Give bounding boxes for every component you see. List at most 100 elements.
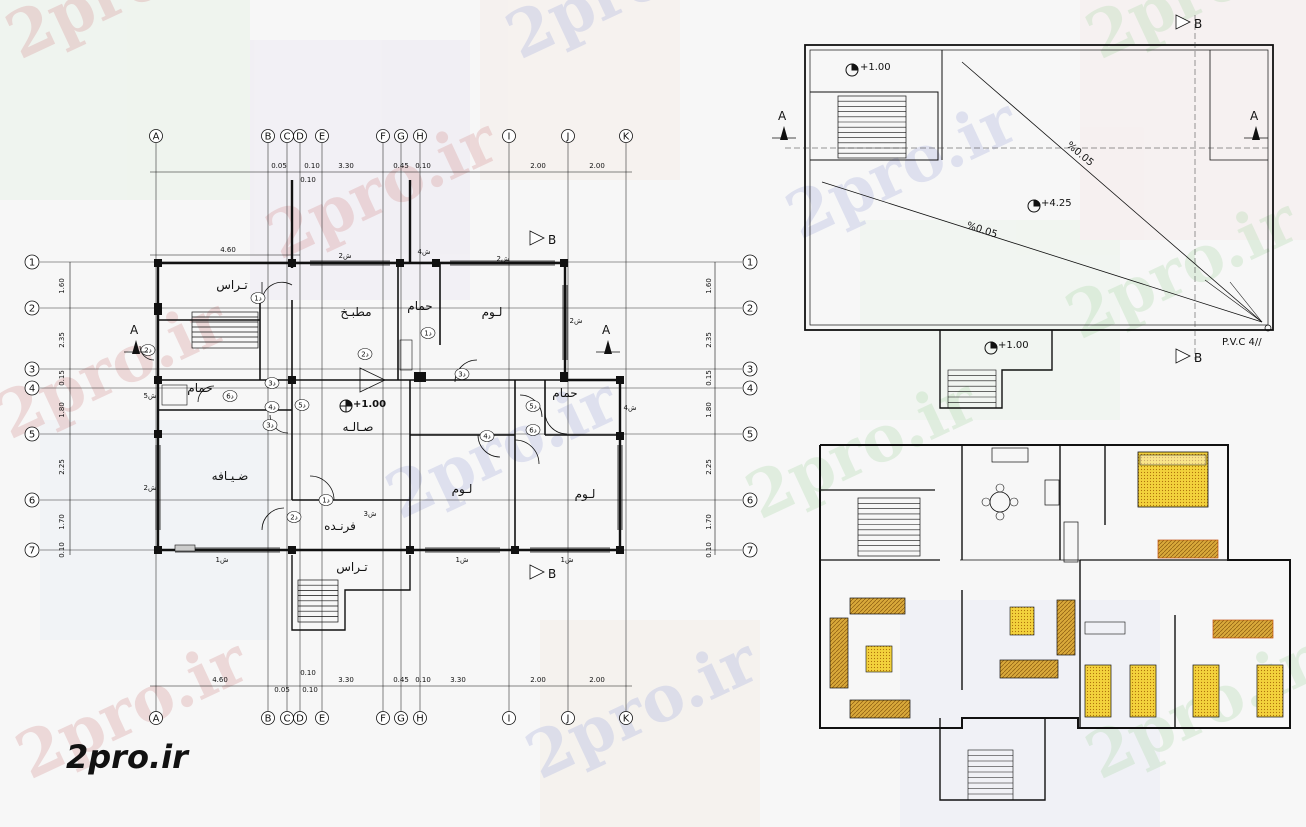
section-arrow xyxy=(132,340,140,354)
door-tag: د1 xyxy=(322,497,330,505)
room-label-bath-mid: حمام xyxy=(187,381,212,395)
grid-bubble-col xyxy=(149,129,163,143)
grid-bubble-row xyxy=(24,361,40,377)
grid-label-row: 7 xyxy=(29,546,35,557)
roof-level-top-label: +1.00 xyxy=(860,62,891,73)
main-floor-plan xyxy=(40,143,742,712)
dimension-bottom: 0.05 xyxy=(274,686,290,694)
grid-bubble-col xyxy=(149,711,163,725)
grid-label-col: J xyxy=(566,132,570,143)
section-mark-a: A xyxy=(1250,109,1259,123)
window-tag: ش1 xyxy=(455,556,468,564)
door-tag-bubble xyxy=(222,390,238,402)
door-tag-bubble xyxy=(262,419,278,431)
grid-label-col: D xyxy=(296,714,304,725)
section-mark-b: B xyxy=(548,567,556,581)
logo-text: 2pro.ir xyxy=(66,738,190,776)
door-tag-bubble xyxy=(140,344,156,356)
roof-level-bottom-label: +1.00 xyxy=(998,340,1029,351)
grid-label-col: B xyxy=(265,714,272,725)
window-tag: ش3 xyxy=(363,510,376,518)
grid-bubble-col xyxy=(619,711,633,725)
section-mark-a: A xyxy=(778,109,787,123)
dimension-side-left: 2.25 xyxy=(58,459,66,475)
grid-bubble-col xyxy=(502,711,516,725)
dimension-top: 0.10 xyxy=(304,162,320,170)
door-tag-bubble xyxy=(294,399,310,411)
grid-label-col: E xyxy=(319,714,325,725)
dimension-bottom: 0.10 xyxy=(415,676,431,684)
dimension-side-right: 2.35 xyxy=(705,332,713,348)
section-arrow xyxy=(529,564,545,580)
grid-bubble-col xyxy=(561,129,575,143)
section-mark-b: B xyxy=(1194,351,1202,365)
grid-bubble-col xyxy=(413,711,427,725)
grid-bubble-col xyxy=(394,129,408,143)
door-tag: د3 xyxy=(268,380,276,388)
section-mark-a: A xyxy=(130,323,139,337)
door-tag-bubble xyxy=(264,401,280,413)
door-tag: د2 xyxy=(290,514,298,522)
door-tag-bubble xyxy=(420,327,436,339)
grid-label-row: 1 xyxy=(29,258,35,269)
grid-bubble-col xyxy=(619,129,633,143)
grid-bubble-col xyxy=(261,711,275,725)
grid-label-row: 2 xyxy=(747,304,753,315)
window-tag: ش2 xyxy=(143,484,156,492)
dimension-side-right: 1.70 xyxy=(705,514,713,530)
window-tag: ش5 xyxy=(143,392,156,400)
door-tag-bubble xyxy=(357,348,373,360)
dimension-bottom: 3.30 xyxy=(338,676,354,684)
grid-label-col: G xyxy=(397,714,405,725)
grid-label-row: 6 xyxy=(747,496,753,507)
window-tag: ش4 xyxy=(623,404,636,412)
section-arrow xyxy=(604,340,612,354)
door-tag: د2 xyxy=(361,351,369,359)
grid-bubble-col xyxy=(315,711,329,725)
roof-level-mid-label: +4.25 xyxy=(1041,198,1072,209)
grid-label-col: A xyxy=(153,714,160,725)
door-tag: د1 xyxy=(254,295,262,303)
room-label-bath-top: حمام xyxy=(407,299,432,313)
dimension-bottom: 3.30 xyxy=(450,676,466,684)
grid-bubble-col xyxy=(413,129,427,143)
dimension-side-left: 1.70 xyxy=(58,514,66,530)
dimension-bottom: 0.45 xyxy=(393,676,409,684)
dimension-side-right: 1.60 xyxy=(705,278,713,294)
grid-label-col: H xyxy=(416,714,424,725)
dimension-bottom: 2.00 xyxy=(589,676,605,684)
door-tag: د5 xyxy=(298,402,306,410)
section-arrow xyxy=(1175,14,1191,30)
grid-bubble-row xyxy=(742,426,758,442)
grid-label-col: E xyxy=(319,132,325,143)
door-tag: د5 xyxy=(529,403,537,411)
door-tag-bubble xyxy=(454,368,470,380)
dimension-top: 2.00 xyxy=(530,162,546,170)
room-label-bath-right: حمام xyxy=(552,386,577,400)
grid-bubble-row xyxy=(24,542,40,558)
window-tag: ش2 xyxy=(569,317,582,325)
grid-bubble-col xyxy=(376,711,390,725)
door-tag-bubble xyxy=(250,292,266,304)
grid-label-col: J xyxy=(566,714,570,725)
grid-bubble-col xyxy=(261,129,275,143)
door-tag: د2 xyxy=(144,347,152,355)
grid-bubble-col xyxy=(502,129,516,143)
section-arrow xyxy=(1252,126,1260,140)
grid-label-col: I xyxy=(508,132,511,143)
grid-label-col: A xyxy=(153,132,160,143)
roof-note: P.V.C 4// xyxy=(1222,337,1262,348)
section-mark-b: B xyxy=(1194,17,1202,31)
door-tag: د1 xyxy=(424,330,432,338)
grid-label-col: F xyxy=(380,132,386,143)
roof-plan xyxy=(785,15,1274,409)
grid-bubble-row xyxy=(742,254,758,270)
grid-bubble-col xyxy=(315,129,329,143)
section-arrow xyxy=(529,230,545,246)
dimension-bottom: 4.60 xyxy=(212,676,228,684)
dimension-side-right: 2.25 xyxy=(705,459,713,475)
grid-label-row: 5 xyxy=(29,430,35,441)
room-label-bedroom-top: لـوم xyxy=(482,305,503,320)
grid-label-col: C xyxy=(284,132,291,143)
